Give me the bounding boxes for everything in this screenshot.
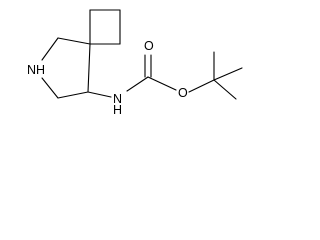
bond-nh-to-ch2-lower xyxy=(41,77,59,99)
carbamate-n-label: N xyxy=(113,92,122,106)
bond-carbamate-n-to-carbonyl xyxy=(126,76,149,92)
bond-tert-butyl-right-methyl xyxy=(213,67,243,81)
bond-ester-o-to-tert-carbon xyxy=(188,79,215,93)
bond-ch2-to-nh xyxy=(41,37,59,61)
bond-ch2-lower-to-ch xyxy=(57,91,89,99)
carbonyl-oxygen-label: O xyxy=(144,39,154,53)
ring-nh-label: NH xyxy=(27,63,45,77)
bond-ch-to-carbamate-n xyxy=(87,91,112,98)
chemical-structure: NH N H O O xyxy=(27,9,243,117)
bond-carbonyl-to-ester-o xyxy=(147,76,177,91)
bond-ch-to-spiro xyxy=(87,43,91,93)
carbamate-nh-hydrogen-label: H xyxy=(113,103,122,117)
bond-set xyxy=(41,9,243,100)
ester-oxygen-label: O xyxy=(178,86,188,100)
bond-spiro-to-ch2 xyxy=(57,37,91,45)
bond-tert-butyl-lower-methyl xyxy=(213,79,237,100)
